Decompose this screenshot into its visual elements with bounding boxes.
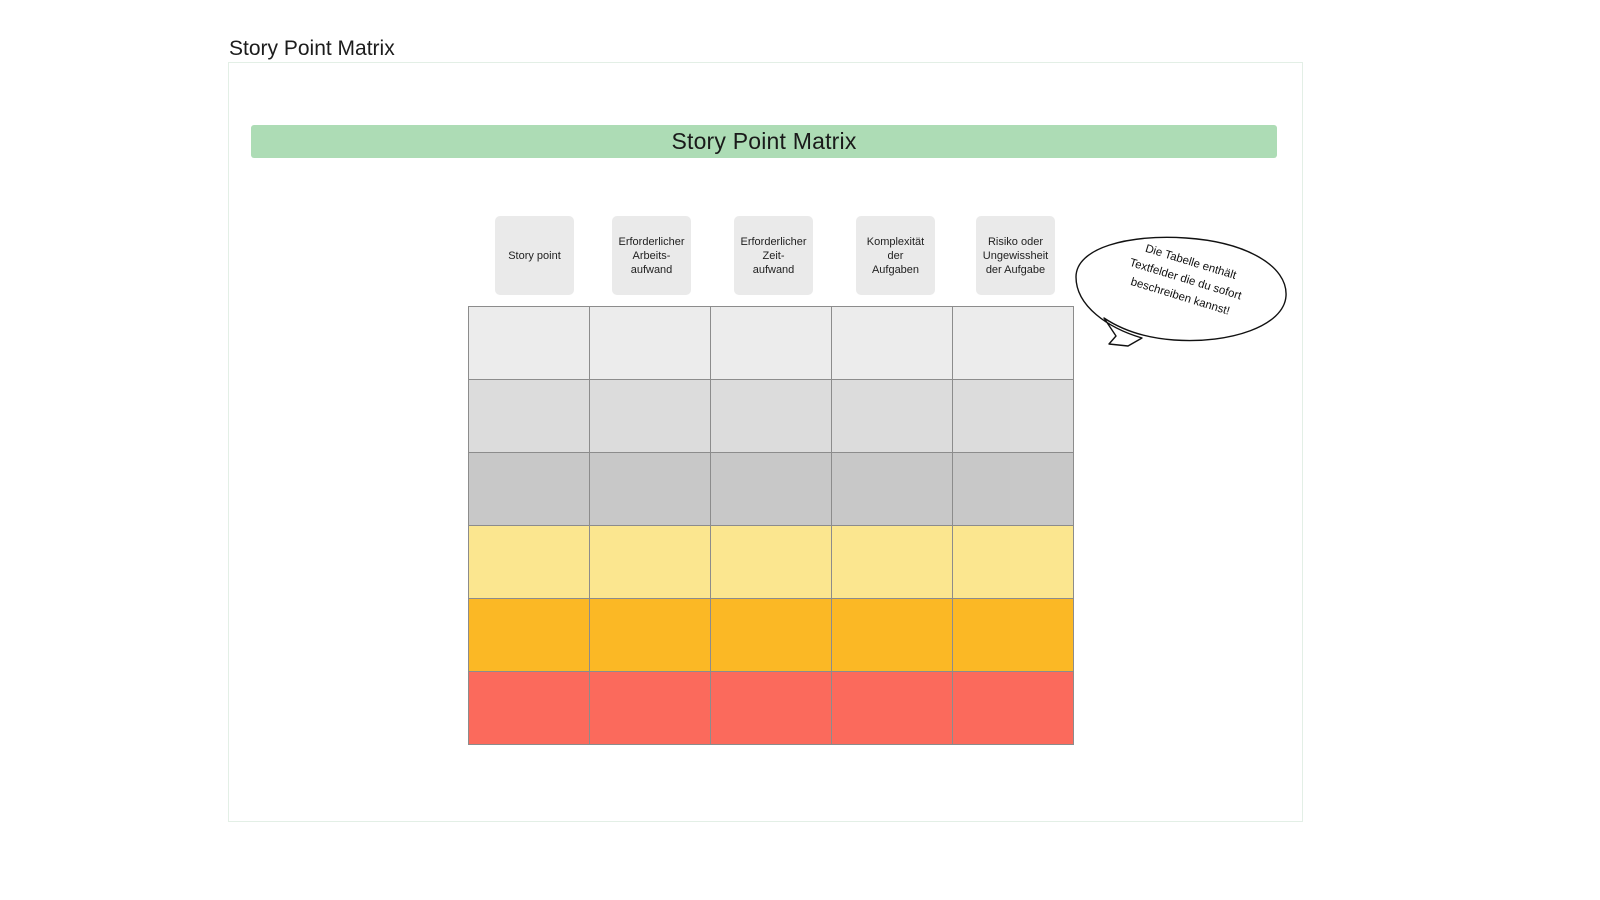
matrix-cell[interactable] <box>831 452 953 526</box>
banner-title-block[interactable]: Story Point Matrix <box>251 125 1277 158</box>
matrix-cell[interactable] <box>710 525 832 599</box>
matrix-cell[interactable] <box>952 525 1074 599</box>
column-header-label: Komplexität der Aufgaben <box>866 235 925 276</box>
column-header-risiko[interactable]: Risiko oder Ungewissheit der Aufgabe <box>976 216 1055 295</box>
matrix-cell[interactable] <box>831 306 953 380</box>
matrix-cell[interactable] <box>952 598 1074 672</box>
matrix-cell[interactable] <box>952 452 1074 526</box>
column-header-zeitaufwand[interactable]: Erforderlicher Zeit- aufwand <box>734 216 813 295</box>
matrix-row <box>468 525 1074 599</box>
matrix-cell[interactable] <box>468 379 590 453</box>
matrix-cell[interactable] <box>710 306 832 380</box>
column-header-label: Story point <box>508 249 561 262</box>
column-header-label: Erforderlicher Arbeits- aufwand <box>618 235 685 276</box>
matrix-cell[interactable] <box>710 671 832 745</box>
matrix-cell[interactable] <box>589 452 711 526</box>
story-point-matrix-table[interactable] <box>468 306 1074 745</box>
matrix-cell[interactable] <box>468 525 590 599</box>
matrix-cell[interactable] <box>952 379 1074 453</box>
matrix-cell[interactable] <box>710 598 832 672</box>
column-header-story-point[interactable]: Story point <box>495 216 574 295</box>
matrix-cell[interactable] <box>831 671 953 745</box>
page-title: Story Point Matrix <box>229 37 395 60</box>
matrix-cell[interactable] <box>710 379 832 453</box>
matrix-cell[interactable] <box>589 306 711 380</box>
matrix-cell[interactable] <box>831 525 953 599</box>
matrix-cell[interactable] <box>589 379 711 453</box>
matrix-cell[interactable] <box>589 598 711 672</box>
matrix-cell[interactable] <box>831 598 953 672</box>
matrix-cell[interactable] <box>589 525 711 599</box>
matrix-body <box>468 306 1074 745</box>
matrix-cell[interactable] <box>468 306 590 380</box>
column-header-row: Story point Erforderlicher Arbeits- aufw… <box>468 216 1074 295</box>
matrix-cell[interactable] <box>952 671 1074 745</box>
matrix-cell[interactable] <box>468 598 590 672</box>
column-header-label: Erforderlicher Zeit- aufwand <box>740 235 807 276</box>
column-header-label: Risiko oder Ungewissheit der Aufgabe <box>982 235 1049 276</box>
banner-title-text: Story Point Matrix <box>671 128 857 154</box>
column-header-komplexitaet[interactable]: Komplexität der Aufgaben <box>856 216 935 295</box>
matrix-cell[interactable] <box>589 671 711 745</box>
matrix-row <box>468 379 1074 453</box>
matrix-cell[interactable] <box>468 452 590 526</box>
matrix-cell[interactable] <box>710 452 832 526</box>
matrix-cell[interactable] <box>952 306 1074 380</box>
matrix-row <box>468 306 1074 380</box>
matrix-cell[interactable] <box>831 379 953 453</box>
matrix-row <box>468 671 1074 745</box>
column-header-arbeitsaufwand[interactable]: Erforderlicher Arbeits- aufwand <box>612 216 691 295</box>
matrix-row <box>468 598 1074 672</box>
matrix-cell[interactable] <box>468 671 590 745</box>
matrix-row <box>468 452 1074 526</box>
